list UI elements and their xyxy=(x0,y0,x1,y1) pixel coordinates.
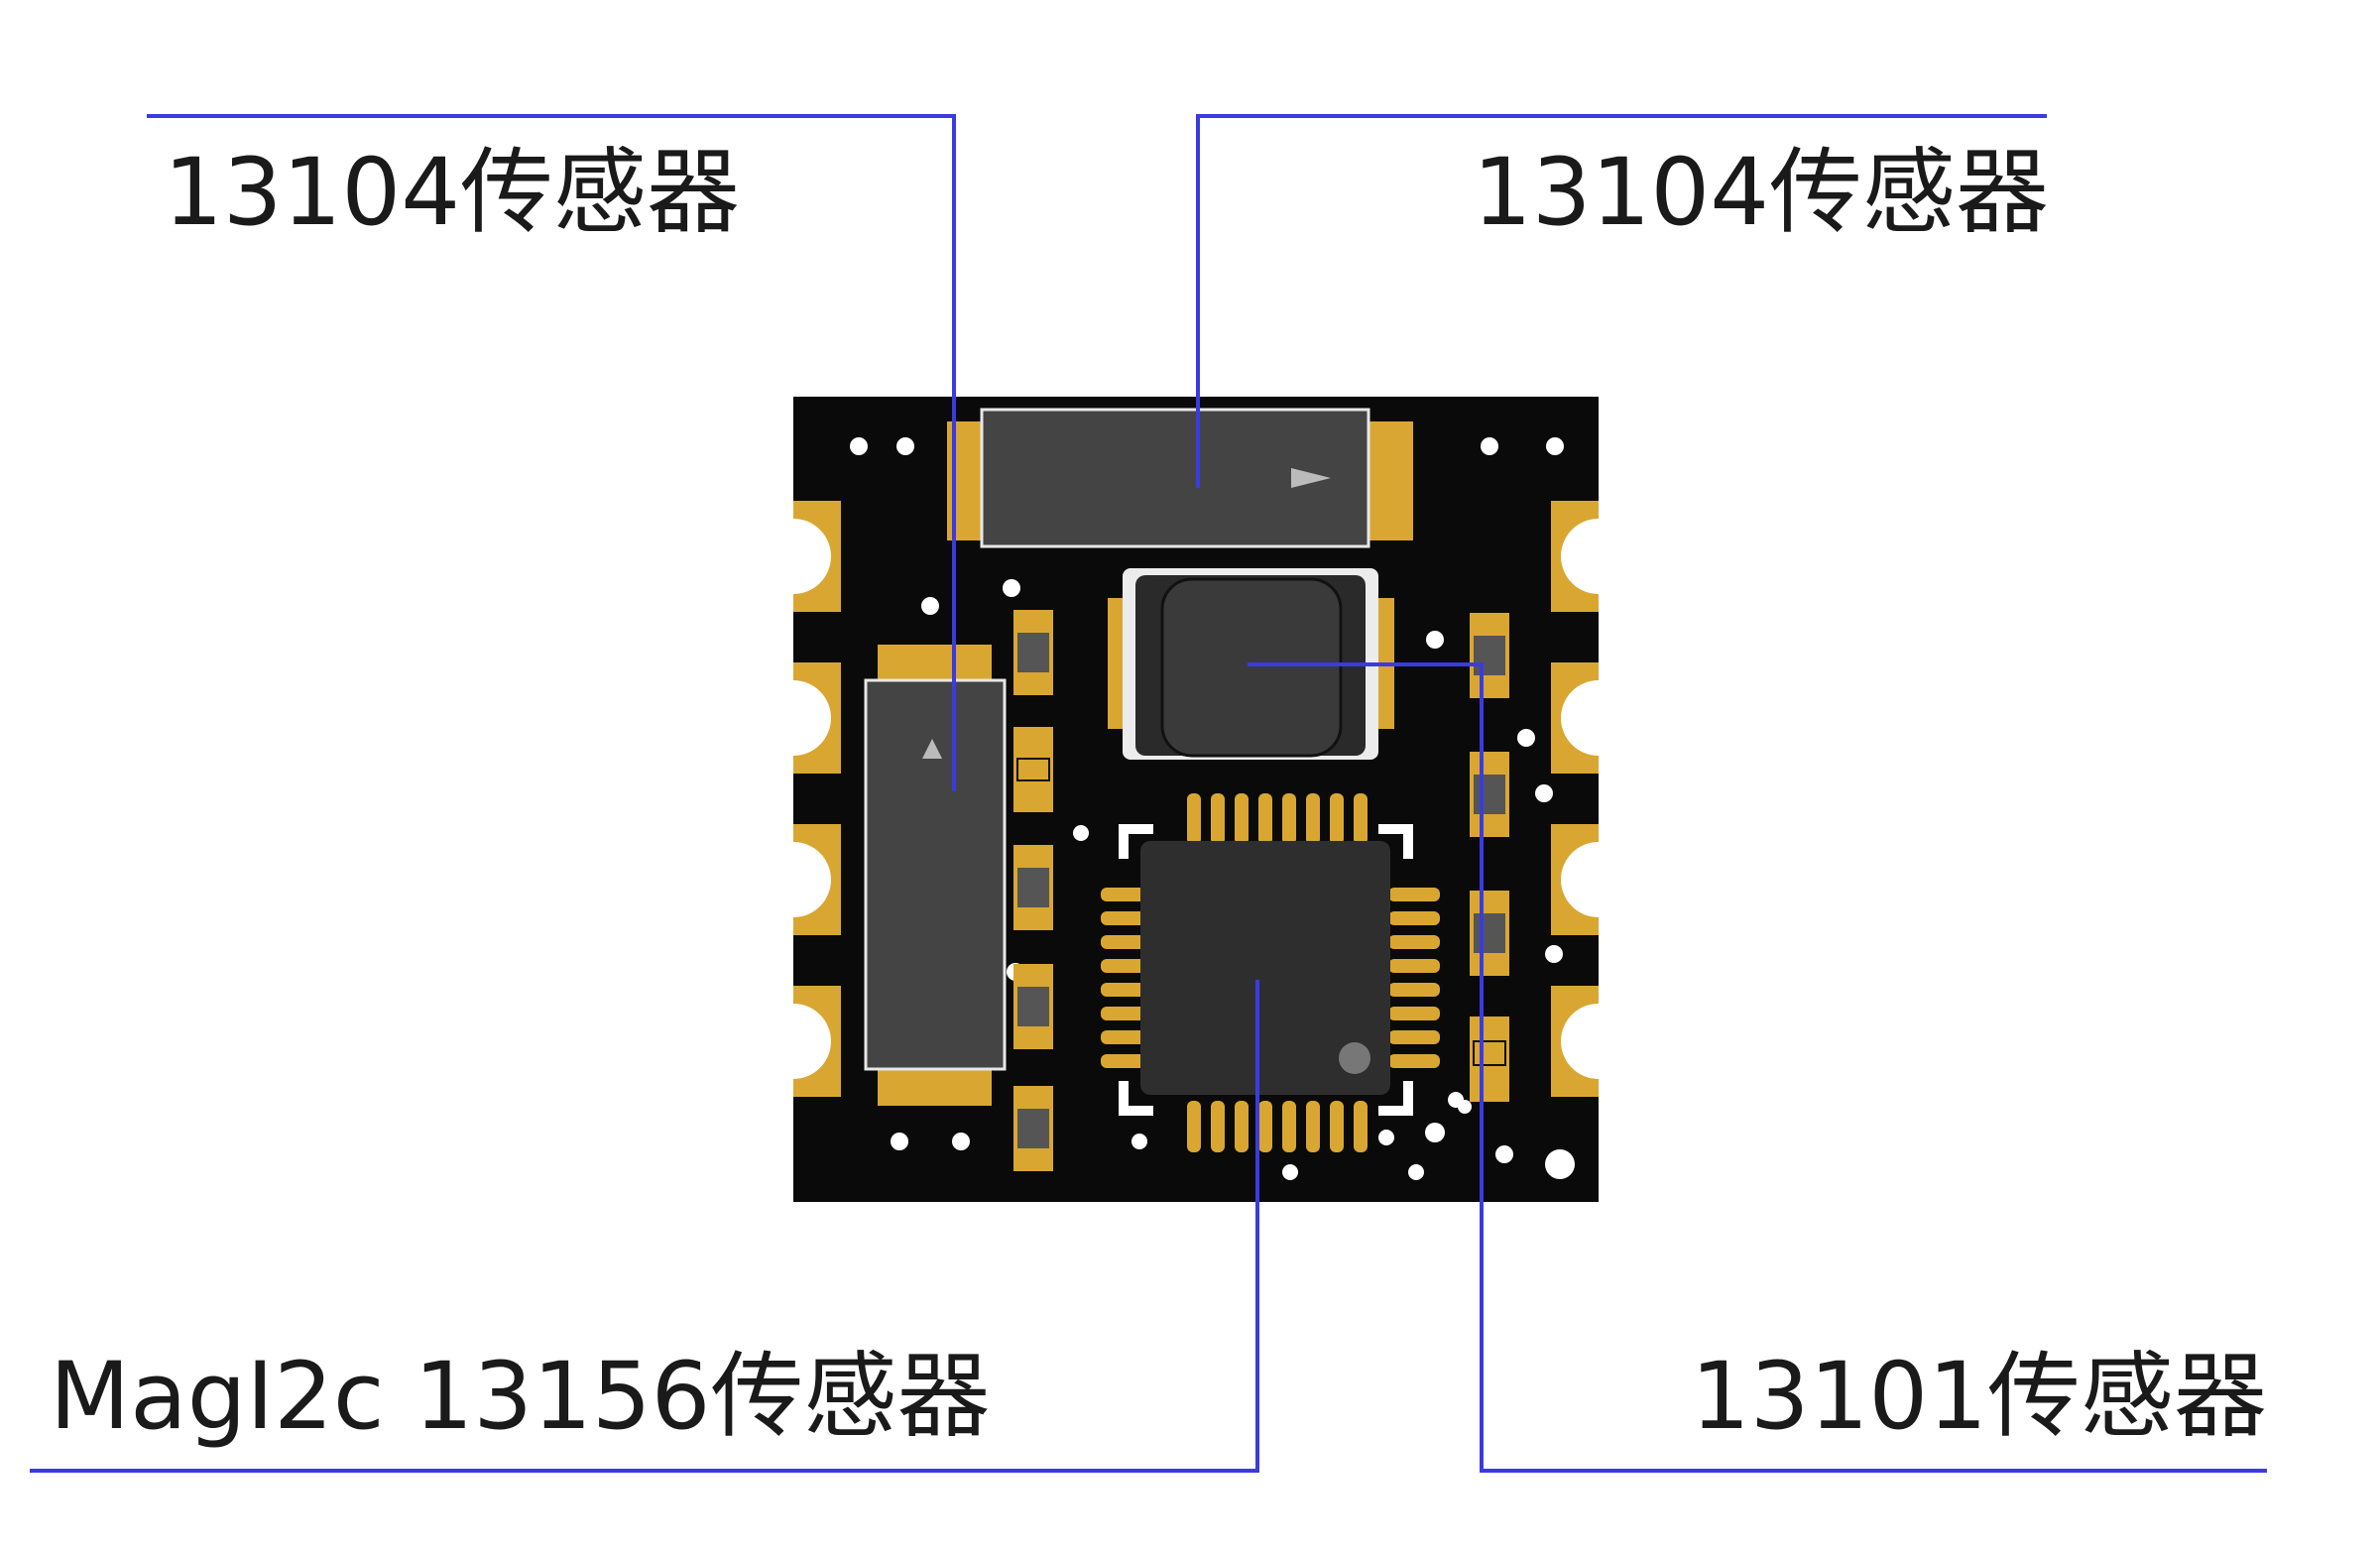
leader-line-top-left xyxy=(147,114,956,791)
qfn-chip xyxy=(1101,793,1440,1152)
top-inductor xyxy=(947,408,1413,548)
leader-line-top-right xyxy=(1196,114,2047,488)
left-inductor xyxy=(864,645,1007,1106)
leader-lines xyxy=(30,114,2267,1473)
edge-pads-right xyxy=(1551,501,1636,1097)
leader-line-bottom-left xyxy=(30,980,1259,1473)
callout-label-bottom-left: MagI2c 13156传感器 xyxy=(50,1343,991,1451)
leader-line-bottom-right xyxy=(1248,662,2267,1473)
callout-label-top-right: 13104传感器 xyxy=(1473,139,2050,247)
pcb-board xyxy=(756,397,1636,1202)
edge-pads-left xyxy=(756,501,841,1097)
passives-right xyxy=(1470,613,1509,1102)
callout-label-top-left: 13104传感器 xyxy=(164,139,741,247)
callout-label-bottom-right: 13101传感器 xyxy=(1691,1343,2268,1451)
passives-left xyxy=(1013,610,1053,1171)
